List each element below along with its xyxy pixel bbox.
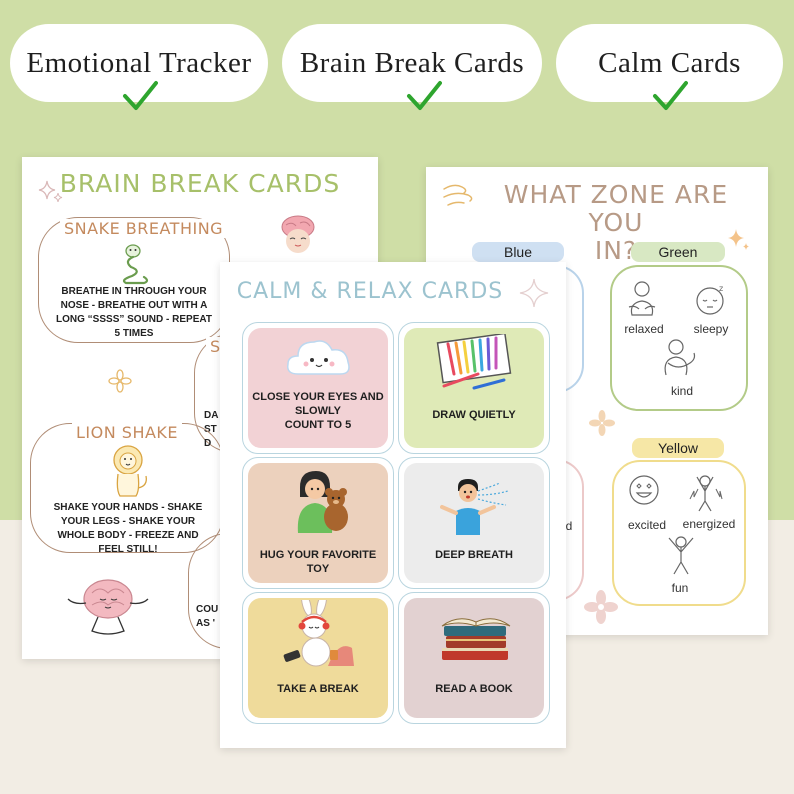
pencils-icon xyxy=(436,334,512,390)
card-label-line: READ A BOOK xyxy=(435,683,513,695)
lion-icon xyxy=(113,445,147,497)
calm-card-take-break[interactable]: TAKE A BREAK xyxy=(242,592,394,724)
breathing-boy-icon xyxy=(440,479,509,535)
calm-card-close-eyes[interactable]: CLOSE YOUR EYES AND SLOWLY COUNT TO 5 xyxy=(242,322,394,454)
card-label-line: HUG YOUR FAVORITE xyxy=(259,549,377,561)
card-label: TAKE A BREAK xyxy=(248,682,388,696)
calm-title: CALM & RELAX CARDS xyxy=(236,279,504,304)
check-icon xyxy=(123,81,158,110)
instruction-line: YOUR LEGS - SHAKE YOUR xyxy=(60,516,196,527)
instruction-line: SHAKE YOUR HANDS - SHAKE xyxy=(53,502,203,513)
zone-box-green[interactable] xyxy=(610,265,748,411)
card-tile: DRAW QUIETLY xyxy=(404,328,544,448)
check-icon xyxy=(407,81,442,110)
lion-shake-instructions: SHAKE YOUR HANDS - SHAKE YOUR LEGS - SHA… xyxy=(36,501,220,557)
cloud-icon xyxy=(286,340,350,375)
card-label: DEEP BREATH xyxy=(404,548,544,562)
card-label: DRAW QUIETLY xyxy=(404,408,544,422)
calm-card-read-book[interactable]: READ A BOOK xyxy=(398,592,550,724)
brain-break-title: BRAIN BREAK CARDS xyxy=(59,169,341,198)
calm-cards-label: Calm Cards xyxy=(598,46,741,79)
calm-card-hug-toy[interactable]: HUG YOUR FAVORITE TOY xyxy=(242,457,394,589)
instruction-line: WHOLE BODY - FREEZE AND xyxy=(57,530,199,541)
instruction-line: COU xyxy=(196,604,219,615)
instruction-line: 5 TIMES xyxy=(114,328,154,339)
snake-icon xyxy=(122,244,149,285)
zone-tag-blue: Blue xyxy=(472,242,564,262)
zone-tag-label: Yellow xyxy=(658,440,698,456)
card-tile: CLOSE YOUR EYES AND SLOWLY COUNT TO 5 xyxy=(248,328,388,448)
card-label-line: TOY xyxy=(306,563,330,575)
flower-icon xyxy=(589,410,615,436)
zone-tag-yellow: Yellow xyxy=(632,438,724,458)
instruction-line: NOSE - BREATHE OUT WITH A xyxy=(60,300,208,311)
instruction-line: AS ' xyxy=(196,618,216,629)
snake-breathing-instructions: BREATHE IN THROUGH YOUR NOSE - BREATHE O… xyxy=(42,285,226,341)
calm-card-draw-quietly[interactable]: DRAW QUIETLY xyxy=(398,322,550,454)
card-label-line: DRAW QUIETLY xyxy=(432,409,516,421)
kind-hug-icon xyxy=(664,339,696,376)
instruction-line: FEEL STILL! xyxy=(98,544,158,555)
lion-shake-title: LION SHAKE xyxy=(72,423,183,442)
flower-icon xyxy=(108,369,132,393)
instruction-line: BREATHE IN THROUGH YOUR xyxy=(61,286,207,297)
zone-title: WHAT ZONE ARE YOU IN? xyxy=(476,181,756,265)
sparkle-icon xyxy=(728,229,749,250)
zone-tag-green: Green xyxy=(631,242,725,262)
svg-text:z: z xyxy=(719,284,723,293)
brain-break-cards-label: Brain Break Cards xyxy=(299,46,525,79)
calm-card-deep-breath[interactable]: DEEP BREATH xyxy=(398,457,550,589)
card-label-line: COUNT TO 5 xyxy=(284,419,352,431)
card-tile: READ A BOOK xyxy=(404,598,544,718)
books-icon xyxy=(441,618,511,660)
card-label: READ A BOOK xyxy=(404,682,544,696)
snake-breathing-title: SNAKE BREATHING xyxy=(60,219,228,238)
instruction-line: DA xyxy=(204,410,219,421)
zone-tag-label: Blue xyxy=(503,244,533,260)
card-tile: DEEP BREATH xyxy=(404,463,544,583)
emotion-label: energized xyxy=(682,517,736,531)
sleepy-face-icon: z xyxy=(696,284,724,315)
instruction-line: LONG “SSSS” SOUND - REPEAT xyxy=(56,314,212,325)
sparkle-icon xyxy=(519,278,549,308)
check-icon xyxy=(653,81,688,110)
emotion-label: relaxed xyxy=(624,322,664,336)
emotion-label: fun xyxy=(671,581,689,595)
card-label-line: DEEP BREATH xyxy=(435,549,513,561)
card-tile: TAKE A BREAK xyxy=(248,598,388,718)
emotional-tracker-pill[interactable]: Emotional Tracker xyxy=(10,24,268,102)
zone-title-line: IN? xyxy=(594,236,638,265)
brain-icon xyxy=(281,215,315,253)
calm-page: CALM & RELAX CARDS CLOSE YOUR EYES AND S… xyxy=(220,262,566,748)
excited-face-icon xyxy=(629,475,659,505)
emotion-label: excited xyxy=(627,518,667,532)
bunny-break-icon xyxy=(283,600,354,667)
emotion-label: sleepy xyxy=(693,322,729,336)
sparkle-icon xyxy=(38,180,63,203)
wind-swirl-icon xyxy=(443,184,473,206)
card-label: CLOSE YOUR EYES AND SLOWLY COUNT TO 5 xyxy=(248,390,388,432)
partial-card-text: COU AS ' xyxy=(196,603,226,631)
hugging-child-icon xyxy=(297,471,348,533)
card-label-line: SLOWLY xyxy=(294,405,342,417)
emotion-label: kind xyxy=(670,384,693,398)
emotional-tracker-label: Emotional Tracker xyxy=(26,46,252,79)
fun-icon xyxy=(668,536,694,575)
calm-cards-pill[interactable]: Calm Cards xyxy=(556,24,783,102)
zone-title-line: WHAT ZONE ARE YOU xyxy=(503,180,729,237)
instruction-line: ST xyxy=(204,424,217,435)
zone-box-yellow[interactable] xyxy=(612,460,746,606)
card-label-line: CLOSE YOUR EYES AND xyxy=(252,391,384,403)
card-label: HUG YOUR FAVORITE TOY xyxy=(248,548,388,576)
energized-icon xyxy=(689,475,723,512)
brain-meditating-icon xyxy=(67,579,149,635)
card-tile: HUG YOUR FAVORITE TOY xyxy=(248,463,388,583)
flower-icon xyxy=(584,590,618,624)
card-label-line: TAKE A BREAK xyxy=(277,683,359,695)
relaxed-face-icon xyxy=(628,281,656,316)
brain-break-cards-pill[interactable]: Brain Break Cards xyxy=(282,24,542,102)
partial-card-title: S xyxy=(206,337,225,356)
zone-tag-label: Green xyxy=(658,244,698,260)
